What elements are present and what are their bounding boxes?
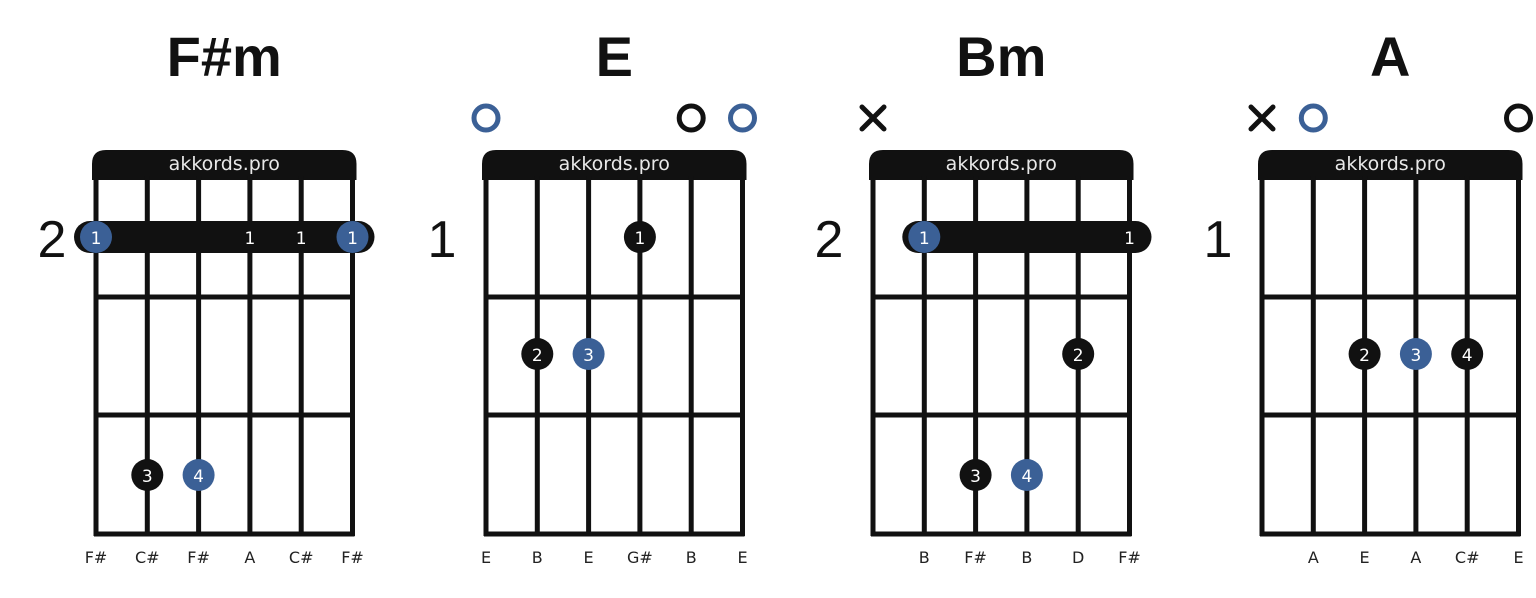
finger-dot	[1399, 338, 1432, 370]
string-note-label: D	[1072, 548, 1084, 567]
base-fret-number: 1	[428, 211, 457, 269]
barre	[902, 221, 1152, 253]
chord-name: A	[1370, 25, 1410, 88]
string-note-label: G#	[627, 548, 653, 567]
string-note-label: A	[244, 548, 255, 567]
barre-finger-label: 1	[1124, 229, 1135, 249]
finger-number: 1	[91, 229, 102, 249]
string-note-label: C#	[289, 548, 314, 567]
barre-finger-label: 1	[296, 229, 307, 249]
finger-dot	[1348, 338, 1381, 370]
chord-diagram-2: Bm akkords.pro 2 1 1 2 3 4B F# B D F#	[815, 25, 1152, 567]
string-note-label: F#	[85, 548, 108, 567]
string-note-label: F#	[1118, 548, 1141, 567]
finger-dot	[1010, 459, 1043, 491]
string-note-label: C#	[1455, 548, 1480, 567]
muted-string-icon	[1248, 104, 1276, 132]
finger-dot	[908, 221, 941, 253]
muted-string-icon	[859, 104, 887, 132]
fretboard-header	[92, 150, 357, 180]
string-note-label: E	[737, 548, 747, 567]
string-note-label: B	[919, 548, 930, 567]
string-note-label: F#	[187, 548, 210, 567]
barre	[74, 221, 375, 253]
finger-number: 1	[634, 229, 645, 249]
string-note-label: F#	[341, 548, 364, 567]
finger-number: 2	[532, 346, 543, 366]
string-note-label: B	[532, 548, 543, 567]
watermark: akkords.pro	[946, 153, 1057, 175]
string-note-label: B	[1021, 548, 1032, 567]
finger-dot	[959, 459, 992, 491]
finger-number: 3	[970, 467, 981, 487]
open-string-icon	[728, 103, 757, 133]
chord-name: E	[596, 25, 633, 88]
finger-number: 2	[1073, 346, 1084, 366]
finger-dot	[1451, 338, 1484, 370]
watermark: akkords.pro	[169, 153, 280, 175]
fretboard-header	[1258, 150, 1523, 180]
string-note-label: A	[1308, 548, 1319, 567]
string-note-label: E	[481, 548, 491, 567]
string-note-label: E	[1513, 548, 1523, 567]
barre-finger-label: 1	[244, 229, 255, 249]
string-note-label: B	[686, 548, 697, 567]
watermark: akkords.pro	[559, 153, 670, 175]
finger-number: 3	[1410, 346, 1421, 366]
finger-number: 1	[347, 229, 358, 249]
open-string-icon	[471, 103, 501, 133]
finger-dot	[521, 338, 554, 370]
fretboard-header	[482, 150, 747, 180]
finger-number: 4	[193, 467, 204, 487]
finger-number: 3	[142, 467, 153, 487]
fretboard-header	[869, 150, 1134, 180]
chord-name: Bm	[956, 25, 1046, 88]
finger-dot	[1062, 338, 1095, 370]
finger-dot	[131, 459, 164, 491]
base-fret-number: 2	[815, 211, 844, 269]
chord-diagram-0: F#m akkords.pro 2 1 1 1 1 3 4F# C# F# A C# F#	[38, 25, 375, 567]
base-fret-number: 2	[38, 211, 67, 269]
chord-name: F#m	[167, 25, 282, 88]
finger-number: 4	[1462, 346, 1473, 366]
string-note-label: A	[1410, 548, 1421, 567]
finger-dot	[572, 338, 605, 370]
string-note-label: F#	[964, 548, 987, 567]
open-string-icon	[676, 103, 706, 133]
finger-dot	[80, 221, 112, 253]
open-string-icon	[1298, 103, 1328, 133]
base-fret-number: 1	[1204, 211, 1233, 269]
finger-dot	[623, 221, 656, 253]
string-note-label: E	[584, 548, 594, 567]
string-note-label: C#	[135, 548, 160, 567]
watermark: akkords.pro	[1335, 153, 1446, 175]
finger-dot	[182, 459, 215, 491]
finger-number: 2	[1359, 346, 1370, 366]
finger-number: 1	[919, 229, 930, 249]
open-string-icon	[1504, 103, 1533, 133]
finger-number: 4	[1021, 467, 1032, 487]
finger-number: 3	[583, 346, 594, 366]
string-note-label: E	[1360, 548, 1370, 567]
finger-dot	[336, 221, 369, 253]
